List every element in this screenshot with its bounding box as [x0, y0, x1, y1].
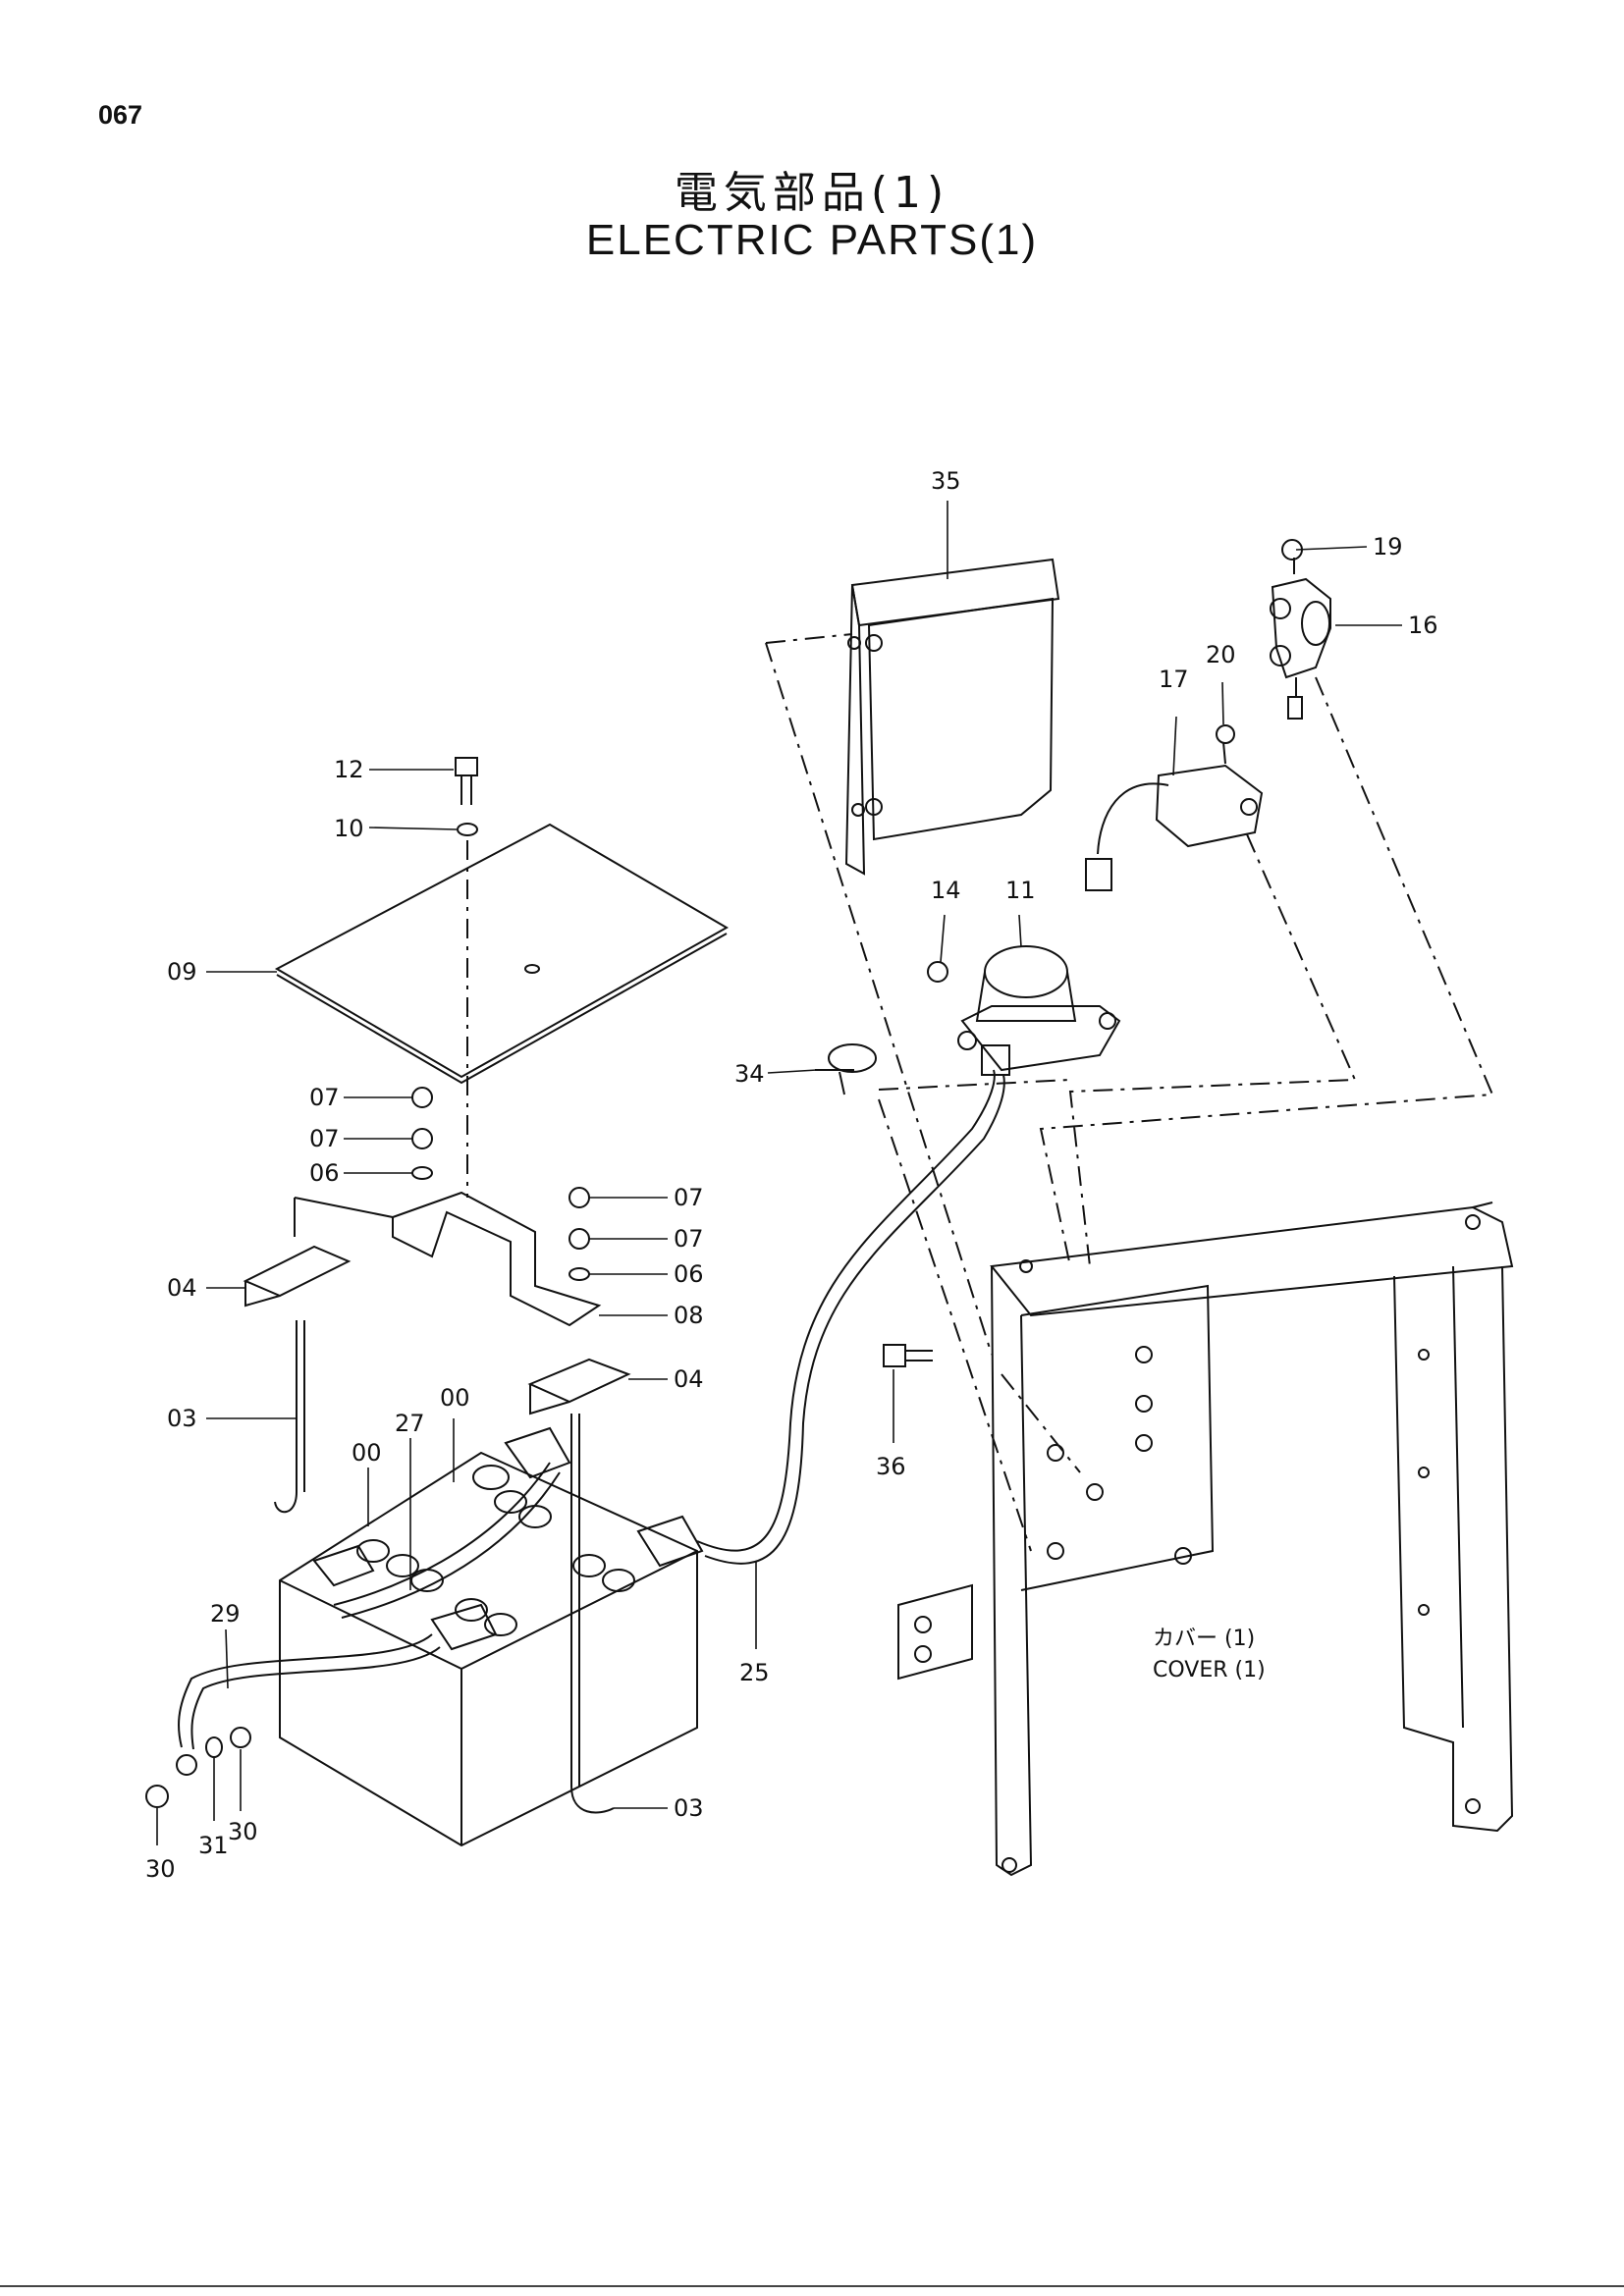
callout-label: 07 [674, 1225, 704, 1253]
page-footer-rule [0, 2285, 1624, 2287]
callout-labels: 35 19 16 17 20 12 10 09 14 11 34 07 07 0… [145, 467, 1438, 1883]
callout-label: 17 [1159, 666, 1189, 693]
callout-label: 08 [674, 1302, 704, 1329]
battery-cover-plate-09 [274, 757, 730, 1085]
assembly-guide-lines [466, 633, 1494, 1552]
relay-bracket-16 [1270, 539, 1331, 720]
cover-caption-jp: カバー (1) [1153, 1627, 1255, 1651]
callout-label: 20 [1206, 641, 1236, 668]
callout-label: 34 [734, 1060, 765, 1088]
bolt-36 [883, 1344, 933, 1367]
callout-label: 00 [440, 1384, 470, 1412]
callout-label: 04 [674, 1365, 704, 1393]
battery-bracket-08 [294, 1191, 602, 1327]
battery-cable-25 [696, 1044, 1010, 1565]
cover-plate-35 [844, 558, 1060, 876]
callout-label: 30 [145, 1855, 176, 1883]
callout-label: 06 [674, 1260, 704, 1288]
nut-stack-left [411, 1087, 590, 1281]
callout-label: 11 [1005, 877, 1036, 904]
callout-label: 07 [674, 1184, 704, 1211]
callout-label: 12 [334, 756, 364, 783]
callout-label: 04 [167, 1274, 197, 1302]
callout-label: 30 [228, 1818, 258, 1845]
callout-label: 10 [334, 815, 364, 842]
page-title-en: ELECTRIC PARTS(1) [585, 216, 1039, 264]
callout-label: 14 [931, 877, 961, 904]
callout-label: 35 [931, 467, 961, 495]
callout-label: 07 [309, 1125, 340, 1152]
leader-lines [156, 501, 1402, 1845]
page-number: 067 [98, 100, 143, 130]
cover-frame [897, 1201, 1514, 1877]
callout-label: 16 [1408, 612, 1438, 639]
callout-label: 36 [876, 1453, 906, 1480]
horn-11 [927, 945, 1121, 1072]
relay-17 [1085, 724, 1264, 891]
clamp-34 [815, 1043, 877, 1095]
battery [279, 1426, 704, 1847]
callout-label: 03 [167, 1405, 197, 1432]
callout-label: 06 [309, 1159, 340, 1187]
callout-label: 07 [309, 1084, 340, 1111]
callout-label: 25 [739, 1659, 770, 1686]
callout-label: 03 [674, 1794, 704, 1822]
connecting-cable-27 [333, 1462, 561, 1619]
callout-label: 19 [1373, 533, 1403, 561]
page-title-jp: 電気部品(1) [674, 168, 950, 218]
cover-caption-en: COVER (1) [1153, 1658, 1266, 1682]
callout-label: 00 [352, 1439, 382, 1467]
hook-rod-03 [274, 1320, 615, 1814]
cover-caption: カバー (1) COVER (1) [1153, 1627, 1266, 1682]
callout-label: 27 [395, 1410, 425, 1437]
hook-bracket-04 [243, 1245, 631, 1415]
callout-label: 31 [198, 1832, 229, 1859]
callout-label: 29 [210, 1600, 241, 1628]
callout-label: 09 [167, 958, 197, 986]
ground-cable-29 [145, 1633, 441, 1808]
